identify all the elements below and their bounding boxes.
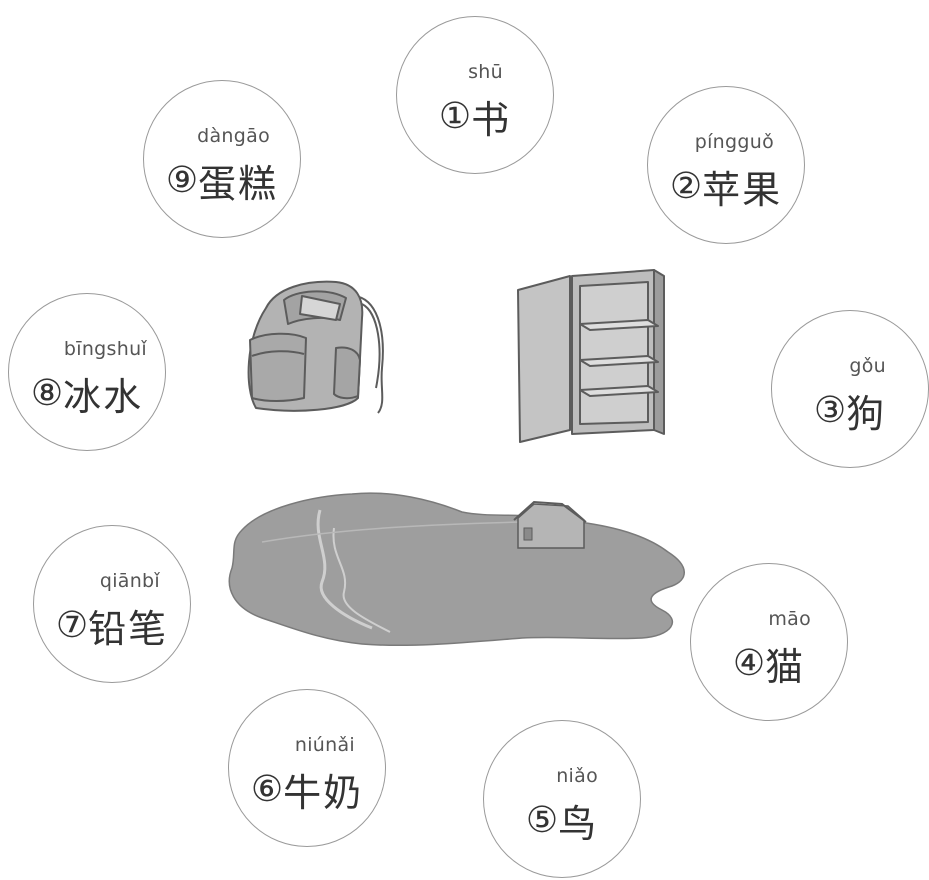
hanzi-label: 狗 (846, 392, 887, 436)
pinyin-label: shū (468, 61, 503, 83)
backpack-illustration[interactable] (236, 268, 416, 428)
hanzi-label: 鸟 (558, 802, 599, 846)
hanzi-label: 猫 (765, 645, 806, 689)
item-number: ② (669, 166, 703, 207)
item-number: ⑤ (525, 800, 559, 841)
pinyin-label: qiānbǐ (99, 570, 160, 592)
item-number: ① (438, 96, 472, 137)
word-circle-bird[interactable]: niǎo ⑤鸟 (483, 720, 641, 878)
word-circle-apple[interactable]: píngguǒ ②苹果 (647, 86, 805, 244)
item-number: ⑨ (165, 160, 199, 201)
refrigerator-illustration[interactable] (508, 262, 668, 452)
item-number: ⑧ (30, 373, 64, 414)
hill-landscape-illustration[interactable] (222, 468, 692, 656)
word-circle-dog[interactable]: gǒu ③狗 (771, 310, 929, 468)
word-circle-cat[interactable]: māo ④猫 (690, 563, 848, 721)
hanzi-label: 蛋糕 (198, 162, 279, 206)
hanzi-label: 铅笔 (88, 607, 169, 651)
pinyin-label: dàngāo (197, 125, 270, 147)
pinyin-label: bīngshuǐ (63, 338, 147, 360)
pinyin-label: gǒu (849, 355, 886, 377)
hanzi-label: 冰水 (63, 375, 144, 419)
hanzi-label: 牛奶 (283, 771, 364, 815)
item-number: ④ (732, 643, 766, 684)
item-number: ⑥ (250, 769, 284, 810)
pinyin-label: niúnǎi (294, 734, 355, 756)
word-circle-pencil[interactable]: qiānbǐ ⑦铅笔 (33, 525, 191, 683)
word-circle-book[interactable]: shū ①书 (396, 16, 554, 174)
hanzi-label: 书 (471, 98, 512, 142)
word-circle-cake[interactable]: dàngāo ⑨蛋糕 (143, 80, 301, 238)
hanzi-label: 苹果 (702, 168, 783, 212)
word-circle-milk[interactable]: niúnǎi ⑥牛奶 (228, 689, 386, 847)
word-circle-ice-water[interactable]: bīngshuǐ ⑧冰水 (8, 293, 166, 451)
item-number: ⑦ (55, 605, 89, 646)
pinyin-label: māo (768, 608, 811, 630)
item-number: ③ (813, 390, 847, 431)
pinyin-label: píngguǒ (694, 131, 774, 153)
pinyin-label: niǎo (556, 765, 598, 787)
